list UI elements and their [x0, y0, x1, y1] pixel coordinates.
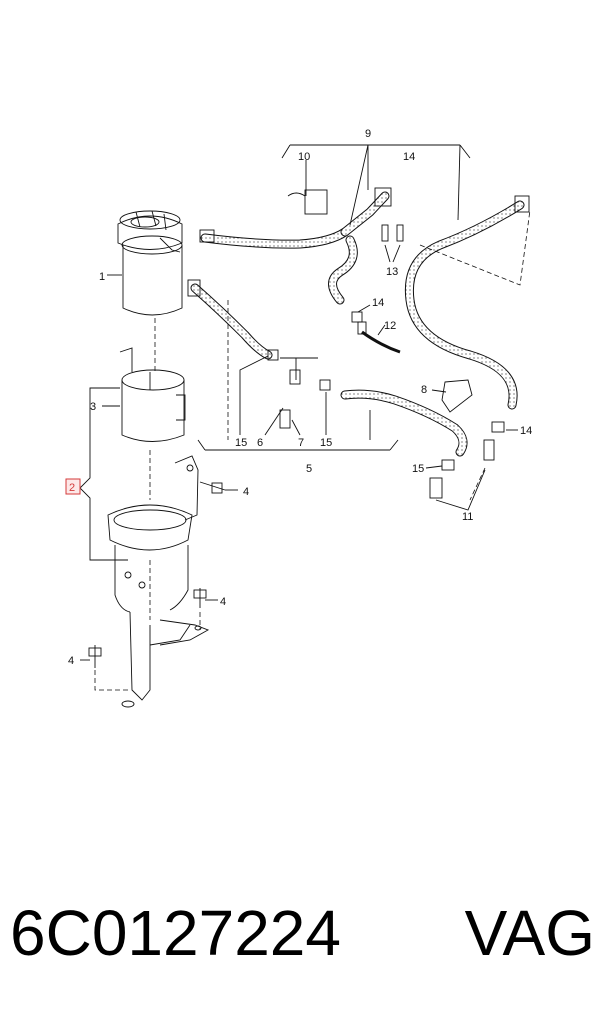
callout-4-top: 4 [243, 486, 249, 498]
callout-9: 9 [365, 128, 371, 140]
connector-drawings [187, 187, 530, 499]
callout-4-middle: 4 [220, 596, 226, 608]
callout-3: 3 [90, 401, 96, 413]
callout-2: 2 [69, 482, 75, 494]
callout-1: 1 [99, 271, 105, 283]
callout-14-right: 14 [520, 425, 532, 437]
callout-15-right: 15 [412, 463, 424, 475]
part-number: 6C0127224 [10, 897, 341, 969]
callout-5: 5 [306, 463, 312, 475]
callout-2-highlight-box [65, 478, 81, 495]
exploded-parts-diagram: 1 2 3 4 4 4 5 6 7 8 9 10 11 12 13 14 14 … [65, 128, 532, 708]
callout-12: 12 [384, 320, 396, 332]
callout-labels: 1 2 3 4 4 4 5 6 7 8 9 10 11 12 13 14 14 … [65, 128, 532, 667]
callout-10: 10 [298, 151, 310, 163]
callout-8: 8 [421, 384, 427, 396]
brand-name: VAG [464, 897, 595, 969]
callout-7: 7 [298, 437, 304, 449]
callout-4-bottom: 4 [68, 655, 74, 667]
filter-holder-drawing [107, 455, 210, 708]
callout-14-mid: 14 [372, 297, 384, 309]
callout-6: 6 [257, 437, 263, 449]
part-caption: 6C0127224 VAG [10, 893, 595, 973]
callout-11: 11 [462, 511, 473, 523]
callout-14-top: 14 [403, 151, 415, 163]
callout-15-left: 15 [235, 437, 247, 449]
fuel-filter-drawing [117, 210, 183, 316]
callout-13: 13 [386, 266, 398, 278]
callout-15-mid: 15 [320, 437, 332, 449]
hose-drawings [190, 191, 525, 457]
bolt-drawings [88, 481, 226, 668]
filter-bracket-drawing [119, 347, 186, 442]
